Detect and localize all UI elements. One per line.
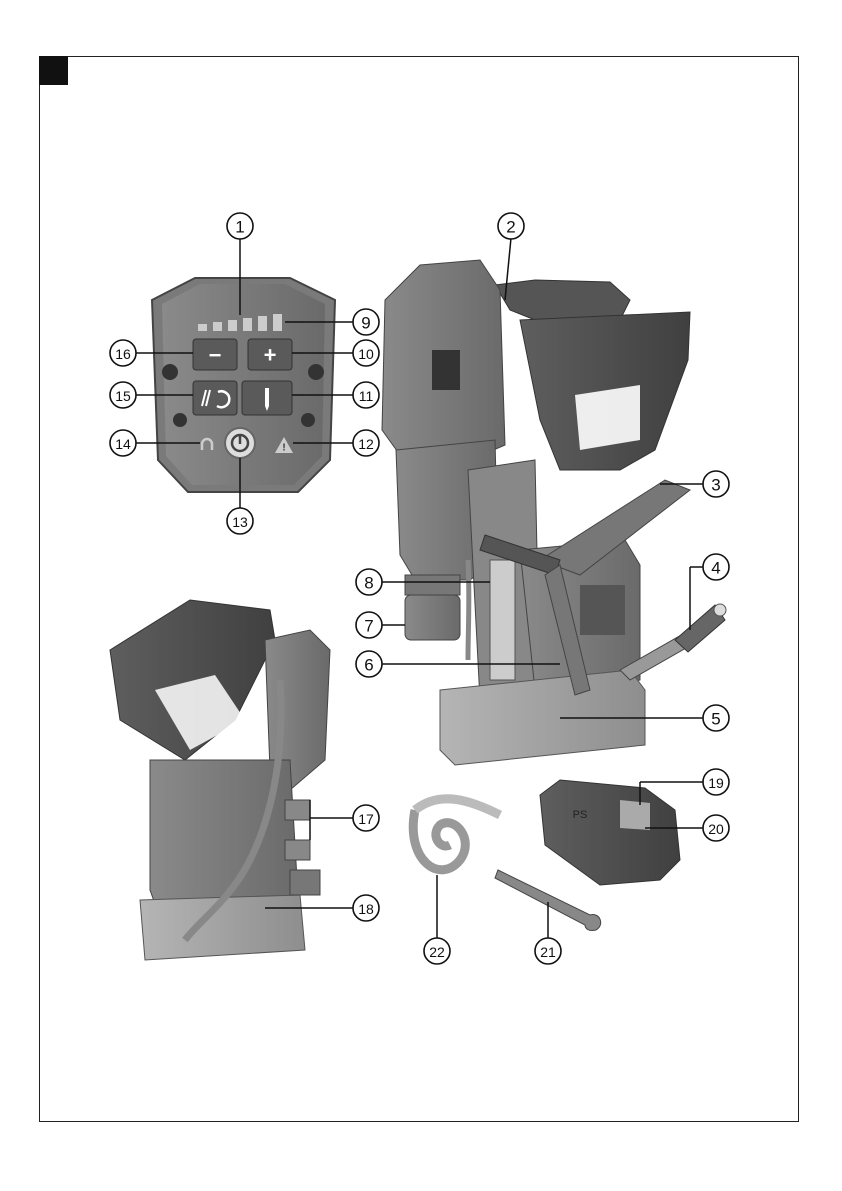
power-button[interactable]: [225, 428, 255, 458]
callout-4: 4: [703, 554, 729, 580]
vent-icon: [432, 350, 460, 390]
callout-number: 3: [711, 476, 720, 495]
callout-number: 11: [359, 388, 374, 404]
callout-number: 6: [364, 656, 373, 675]
callout-number: 4: [711, 559, 720, 578]
callout-18: 18: [353, 895, 379, 921]
screw-icon: [301, 413, 315, 427]
callout-11: 11: [353, 382, 379, 408]
callout-number: 19: [708, 775, 724, 791]
minus-button[interactable]: −: [193, 339, 237, 370]
minus-label: −: [209, 343, 222, 368]
callout-number: 22: [429, 944, 445, 960]
callout-10: 10: [353, 340, 379, 366]
callout-number: 16: [115, 346, 131, 362]
callout-number: 10: [358, 346, 374, 362]
magnet-reverse-button[interactable]: [193, 381, 237, 415]
magnetic-drill-front: [382, 260, 726, 765]
callout-21: 21: [535, 938, 561, 964]
magnetic-drill-rear: [110, 600, 330, 960]
callout-number: 15: [115, 388, 131, 404]
callout-number: 21: [540, 944, 556, 960]
screw-icon: [308, 364, 324, 380]
callout-5: 5: [703, 705, 729, 731]
callout-8: 8: [356, 569, 382, 595]
centering-strip: [413, 799, 500, 870]
callout-14: 14: [110, 430, 136, 456]
callout-number: 2: [506, 218, 515, 237]
callout-6: 6: [356, 651, 382, 677]
screw-icon: [162, 364, 178, 380]
callout-2: 2: [498, 213, 524, 239]
control-panel: − + !: [152, 278, 335, 492]
callout-number: 20: [708, 821, 724, 837]
callout-number: 18: [358, 901, 374, 917]
callout-19: 19: [703, 769, 729, 795]
callout-number: 5: [711, 710, 720, 729]
callout-16: 16: [110, 340, 136, 366]
callout-13: 13: [227, 508, 253, 534]
screw-icon: [173, 413, 187, 427]
callout-number: 8: [364, 574, 373, 593]
callout-22: 22: [424, 938, 450, 964]
callout-1: 1: [227, 213, 253, 239]
callout-15: 15: [110, 382, 136, 408]
callout-number: 17: [358, 811, 374, 827]
callout-number: 13: [232, 514, 248, 530]
callout-number: 14: [115, 436, 131, 452]
callout-number: 9: [361, 314, 370, 333]
callout-number: 7: [364, 617, 373, 636]
callout-9: 9: [353, 309, 379, 335]
drill-button[interactable]: [242, 381, 292, 415]
plus-button[interactable]: +: [248, 339, 292, 370]
plus-label: +: [264, 343, 277, 368]
callout-12: 12: [353, 430, 379, 456]
svg-text:!: !: [282, 443, 285, 454]
callout-3: 3: [703, 471, 729, 497]
battery-pack: PS: [540, 780, 680, 885]
callout-17: 17: [353, 805, 379, 831]
battery-brand-label: PS: [573, 809, 588, 821]
arbor: [405, 595, 460, 640]
callout-number: 12: [358, 436, 374, 452]
callout-7: 7: [356, 612, 382, 638]
callout-20: 20: [703, 815, 729, 841]
callout-number: 1: [235, 218, 244, 237]
